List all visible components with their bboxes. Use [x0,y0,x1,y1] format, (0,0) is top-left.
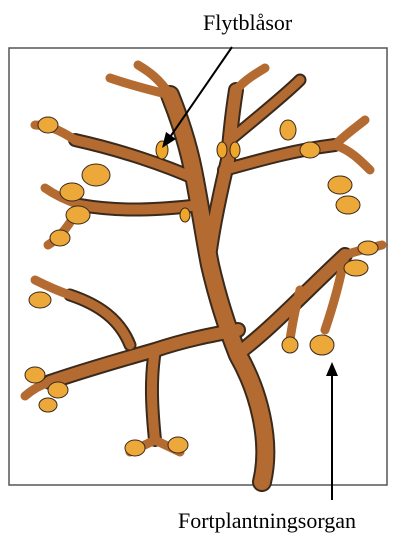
receptacle [50,230,70,246]
bladder [180,208,190,222]
receptacle [336,196,360,214]
receptacle [125,440,145,456]
receptacle [66,206,90,224]
receptacle [39,398,57,412]
receptacle [300,142,320,158]
receptacle [310,335,334,355]
receptacle [168,437,188,453]
receptacle [29,292,51,308]
receptacle [48,382,68,398]
receptacle [60,183,84,201]
receptacle [280,120,296,140]
receptacle [344,260,368,276]
receptacle [25,367,45,383]
receptacle [328,176,352,194]
bladder [217,142,227,158]
label-fortplantningsorgan: Fortplantningsorgan [178,508,356,534]
bladder [230,142,240,158]
receptacle [358,241,378,255]
receptacle [282,337,298,353]
receptacle [38,117,58,133]
receptacle [82,164,110,186]
